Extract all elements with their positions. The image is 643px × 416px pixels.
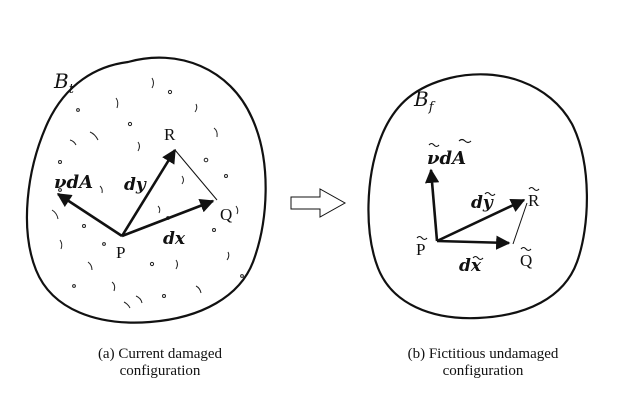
point-q-label-tilde: Q [520,246,532,270]
dy-label-tilde: dy [471,191,496,213]
caption-damaged: (a) Current damaged configuration [40,346,280,380]
tilde-mark [484,191,496,197]
dx-vector [121,198,215,238]
dy-text-tilde: dy [471,193,494,213]
dx-label-tilde: dx [459,255,484,276]
caption-damaged-line1: (a) Current damaged [97,346,223,362]
transform-arrow [290,188,347,218]
undamaged-body: Bf νdA dy dx P Q R [367,73,588,320]
normal-area-label: νdA [54,172,93,193]
caption-undamaged: (b) Fictitious undamaged configuration [358,346,608,380]
tilde-mark [428,142,440,148]
point-r-label: R [164,125,176,144]
point-p-label-tilde: P [416,235,428,259]
point-q-text-tilde: Q [520,251,532,270]
rq-segment-tilde [512,202,528,245]
rq-segment [174,149,218,201]
point-r-label-tilde: R [528,186,540,210]
micro-voids [58,89,244,298]
damaged-body: Bt R Q P νdA dy dx [25,56,267,324]
normal-area-label-tilde: νdA [427,138,472,169]
point-r-text-tilde: R [528,191,540,210]
undamaged-body-label: Bf [413,87,436,115]
dx-text-tilde: dx [459,256,482,276]
point-p-text-tilde: P [416,240,425,259]
dy-vector-tilde [436,198,526,243]
point-q-label: Q [220,205,232,224]
tilde-mark [472,255,484,261]
normal-area-vector [56,192,123,238]
dx-vector-tilde [436,235,511,250]
normal-area-text-tilde: νdA [427,148,466,169]
tilde-mark [520,246,532,252]
caption-undamaged-line2: configuration [442,363,524,379]
damaged-body-label: Bt [53,69,75,97]
point-p-label: P [116,243,125,262]
dx-label: dx [163,229,186,249]
caption-damaged-line2: configuration [119,363,201,379]
normal-area-vector-tilde [424,168,440,242]
dy-label: dy [124,175,147,195]
caption-undamaged-line1: (b) Fictitious undamaged [407,346,559,362]
dy-vector [120,148,177,237]
undamaged-body-outline [367,73,588,320]
tilde-mark [528,186,540,192]
tilde-mark [416,235,428,241]
tilde-mark [458,138,472,144]
damaged-body-outline [25,56,267,324]
micro-defects [51,77,239,309]
